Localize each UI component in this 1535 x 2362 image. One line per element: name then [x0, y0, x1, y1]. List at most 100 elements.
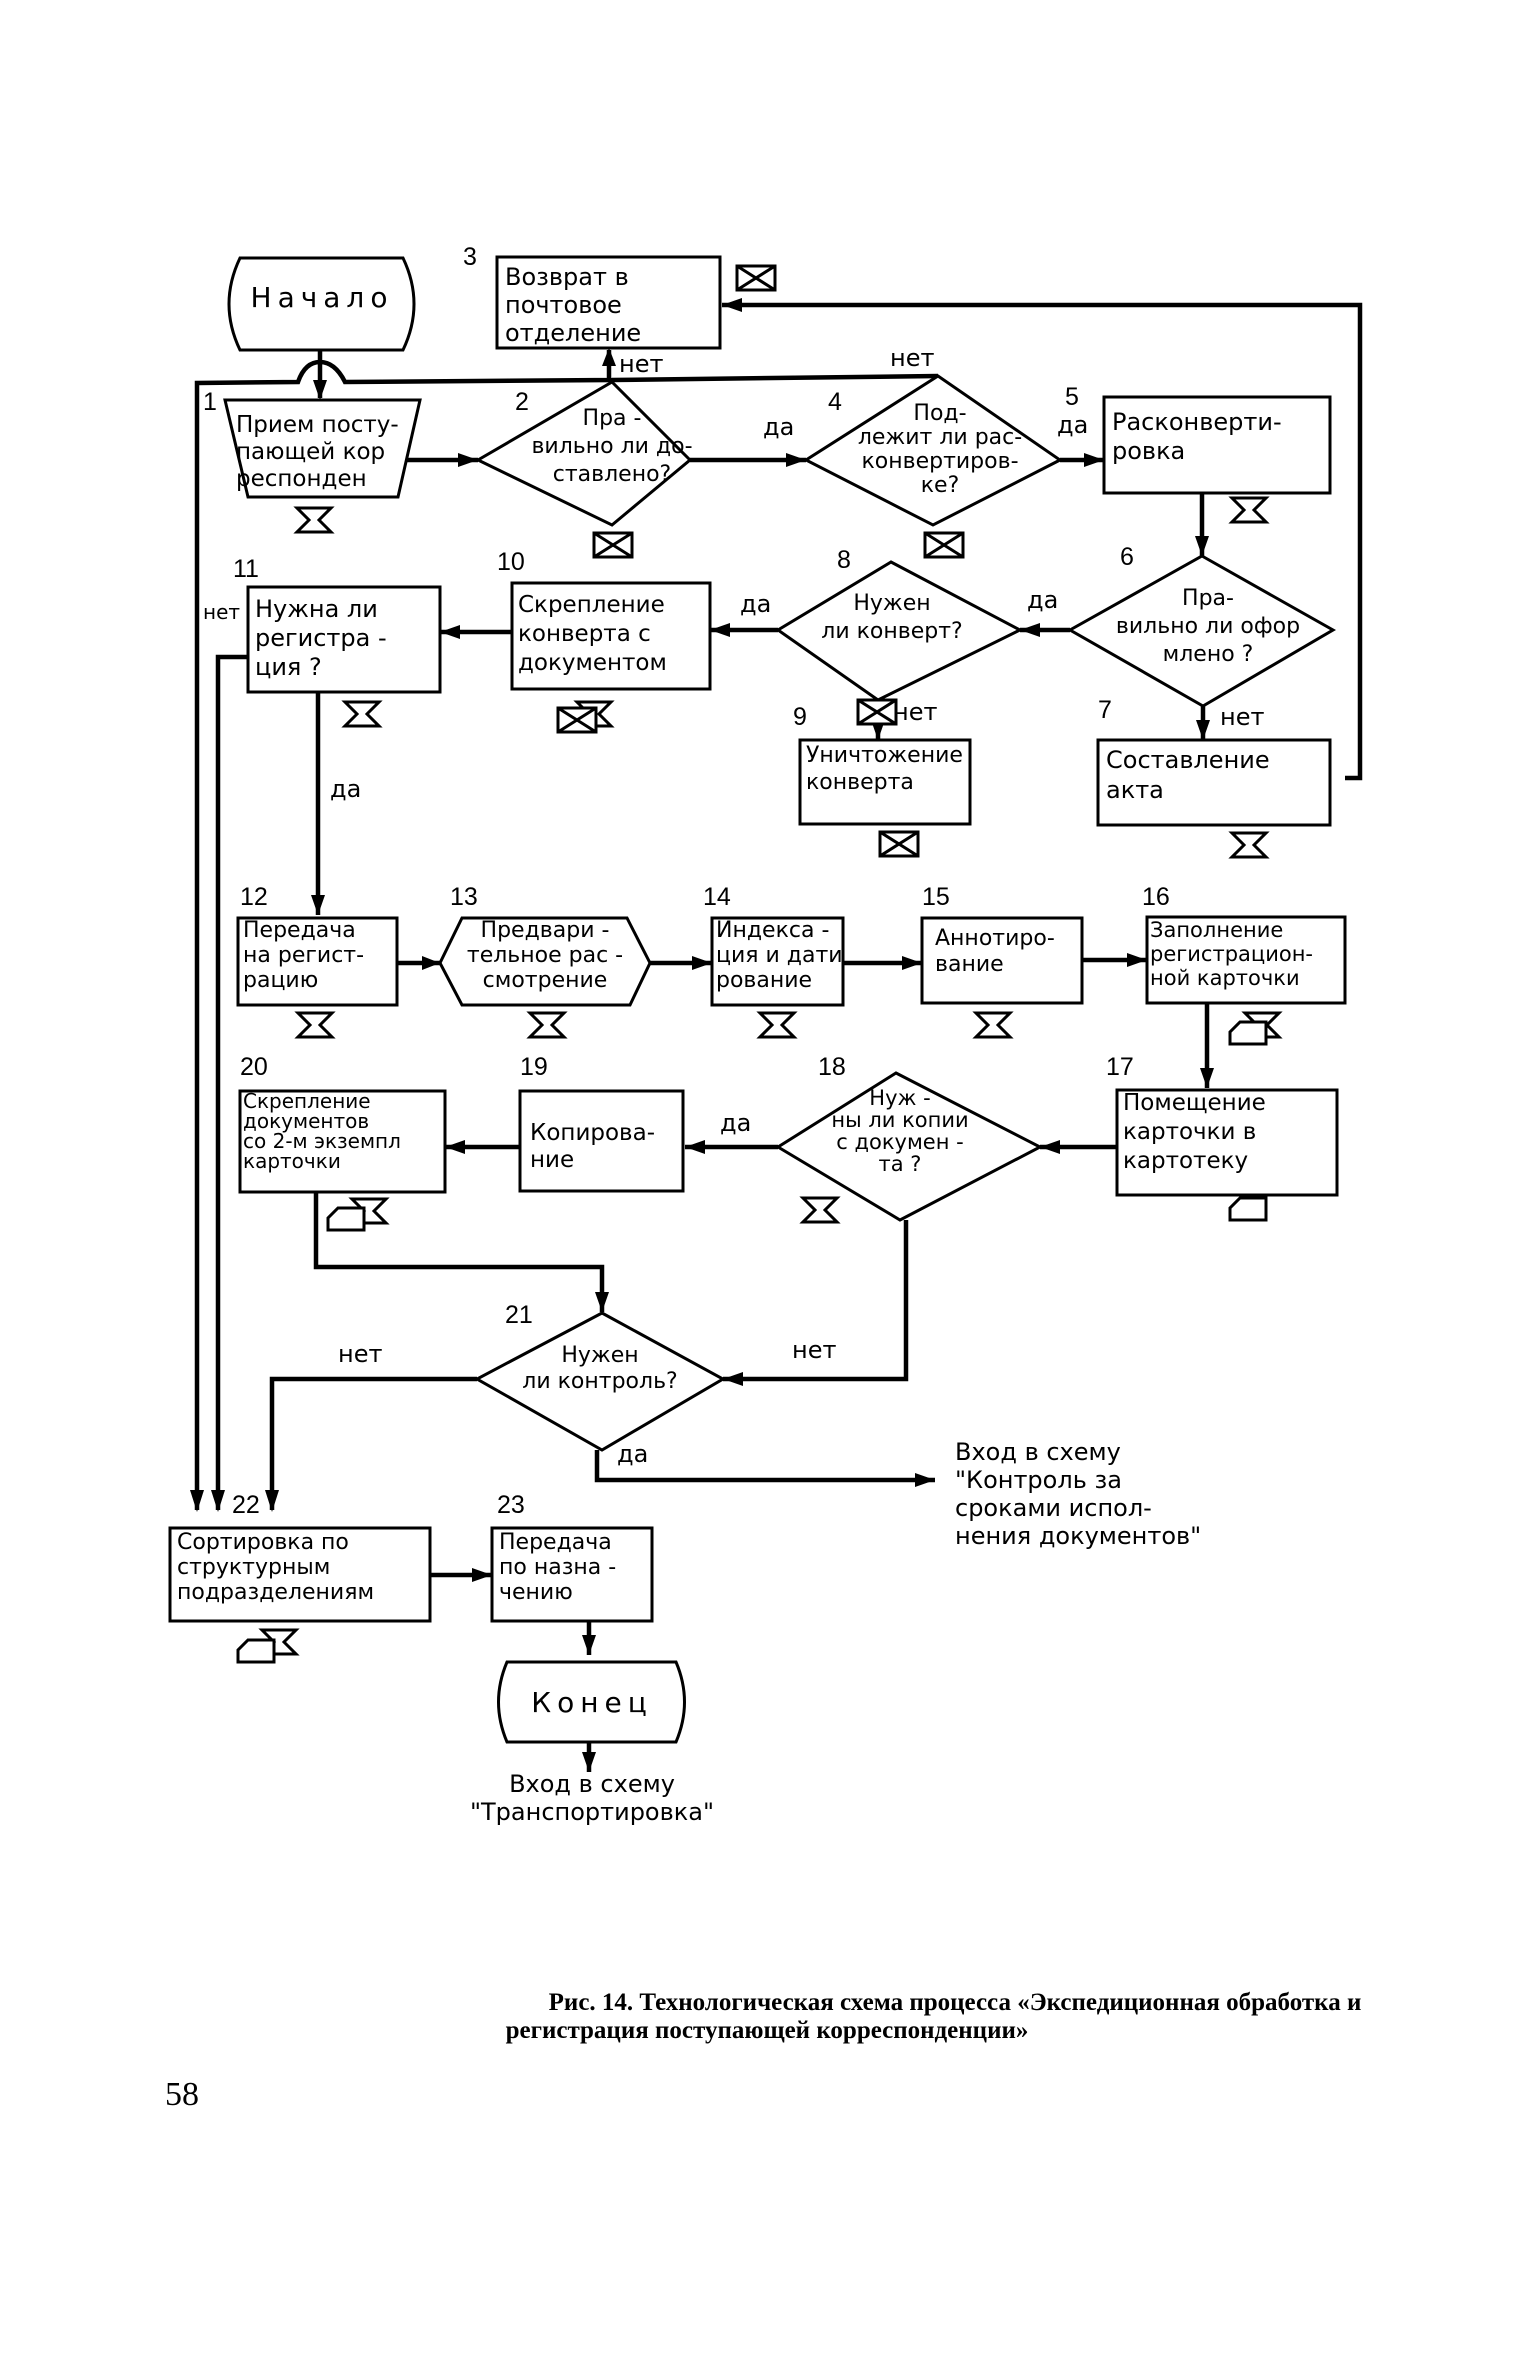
edge-label-yes: да — [1027, 586, 1058, 614]
node-2-decision — [474, 380, 693, 527]
control-scheme-note: Вход в схему — [955, 1438, 1121, 1466]
control-scheme-note: сроками испол- — [955, 1494, 1152, 1522]
node-number: 9 — [793, 703, 807, 731]
arrowhead — [1195, 536, 1209, 556]
node-label-line: карточки — [243, 1149, 341, 1173]
edge-4-no-loop — [194, 359, 939, 1510]
node-label-line: Уничтожение — [806, 743, 963, 768]
manual-work-icon — [801, 1196, 839, 1224]
node-label-line: тельное рас - — [467, 943, 623, 968]
node-label-line: Помещение — [1123, 1090, 1266, 1116]
transport-scheme-note: "Транспортировка" — [470, 1798, 714, 1826]
node-number: 18 — [818, 1053, 846, 1081]
node-label-line: Расконверти- — [1112, 408, 1282, 436]
node-label-line: ция ? — [255, 653, 322, 681]
manual-work-icon — [295, 506, 333, 534]
arrowhead — [313, 380, 327, 400]
node-label-line: структурным — [177, 1555, 330, 1580]
node-20-process — [238, 1089, 447, 1194]
node-label-line: ны ли копии — [831, 1108, 968, 1132]
caption-line-1: Рис. 14. Технологическая схема процесса … — [549, 1989, 1362, 2016]
arrowhead — [1040, 1140, 1060, 1154]
node-17-process — [1115, 1088, 1339, 1197]
node-number: 8 — [837, 546, 851, 574]
page-number: 58 — [165, 2076, 199, 2113]
node-number: 19 — [520, 1053, 548, 1081]
node-label-line: Предвари - — [481, 918, 610, 943]
node-number: 22 — [232, 1491, 260, 1519]
envelope-with-document-icon — [556, 700, 613, 734]
node-label-line: акта — [1106, 776, 1164, 804]
node-label-line: карточки в — [1123, 1119, 1256, 1145]
node-label-line: вильно ли офор — [1116, 614, 1300, 639]
node-label-line: ция и дати — [716, 943, 843, 968]
node-label-line: Копирова- — [530, 1120, 655, 1146]
manual-work-icon — [1230, 496, 1268, 524]
node-23-process — [490, 1526, 654, 1623]
node-label-line: рование — [716, 968, 812, 993]
envelope-icon — [878, 830, 920, 858]
node-number: 12 — [240, 883, 268, 911]
manual-work-icon — [528, 1011, 566, 1039]
manual-work-icon — [1230, 831, 1268, 859]
edge-21-22 — [269, 1376, 477, 1510]
arrowhead — [602, 348, 616, 366]
edge-20-21 — [313, 1193, 605, 1312]
node-22-process — [168, 1526, 432, 1623]
node-label-line: Составление — [1106, 746, 1270, 774]
arrowhead — [445, 1140, 465, 1154]
arrowhead — [692, 956, 712, 970]
node-label-line: Прием посту- — [236, 412, 399, 438]
node-19-process — [518, 1089, 685, 1193]
node-13-preparation — [438, 916, 652, 1007]
node-label-line: картотеку — [1123, 1148, 1248, 1174]
edge-label-yes: да — [1057, 411, 1088, 439]
start-terminator — [227, 256, 416, 352]
node-label-line: та ? — [879, 1152, 922, 1176]
end-terminator — [497, 1660, 686, 1744]
node-label-line: по назна - — [499, 1555, 616, 1580]
arrowhead — [915, 1473, 935, 1487]
card-with-manual-work-icon — [236, 1628, 298, 1664]
node-label-line: Нужен — [853, 591, 930, 616]
edge-label-no: нет — [893, 698, 937, 726]
node-number: 1 — [203, 388, 217, 416]
labels: Начало Конец — [251, 281, 653, 1719]
node-label-line: ровка — [1112, 437, 1185, 465]
arrowhead — [422, 956, 440, 970]
arrowhead — [458, 453, 478, 467]
arrowhead — [1196, 720, 1210, 740]
node-number: 5 — [1065, 383, 1079, 411]
node-6-decision — [1066, 554, 1337, 708]
manual-work-icon — [343, 700, 381, 728]
node-label-line: Возврат в — [505, 263, 629, 291]
arrowhead — [710, 623, 730, 637]
arrowhead — [722, 298, 742, 312]
arrowhead — [723, 1372, 743, 1386]
node-5-process — [1102, 395, 1332, 495]
node-number: 3 — [463, 243, 477, 271]
node-label-line: пающей кор — [236, 439, 385, 465]
edge-label-yes: да — [720, 1109, 751, 1137]
node-label-line: Под- — [913, 401, 966, 426]
node-label-line: Аннотиро- — [935, 926, 1055, 951]
arrowhead — [685, 1140, 705, 1154]
node-label-line: Пра- — [1182, 586, 1234, 611]
figure-caption: Рис. 14. Технологическая схема процесса … — [165, 1989, 1361, 2113]
node-number: 2 — [515, 388, 529, 416]
node-label-line: Передача — [499, 1530, 612, 1555]
edge-label-yes: да — [740, 590, 771, 618]
manual-work-icon — [758, 1011, 796, 1039]
edge-label-yes: да — [330, 775, 361, 803]
node-number: 14 — [703, 883, 731, 911]
node-10-process — [510, 581, 712, 691]
node-label-line: почтовое — [505, 291, 622, 319]
end-label: Конец — [531, 1686, 653, 1719]
node-label-line: Нужна ли — [255, 595, 378, 623]
node-label-line: подразделениям — [177, 1580, 374, 1605]
node-label-line: вильно ли до- — [531, 434, 692, 459]
edge-18-21 — [723, 1220, 909, 1382]
envelope-icon — [856, 698, 898, 726]
